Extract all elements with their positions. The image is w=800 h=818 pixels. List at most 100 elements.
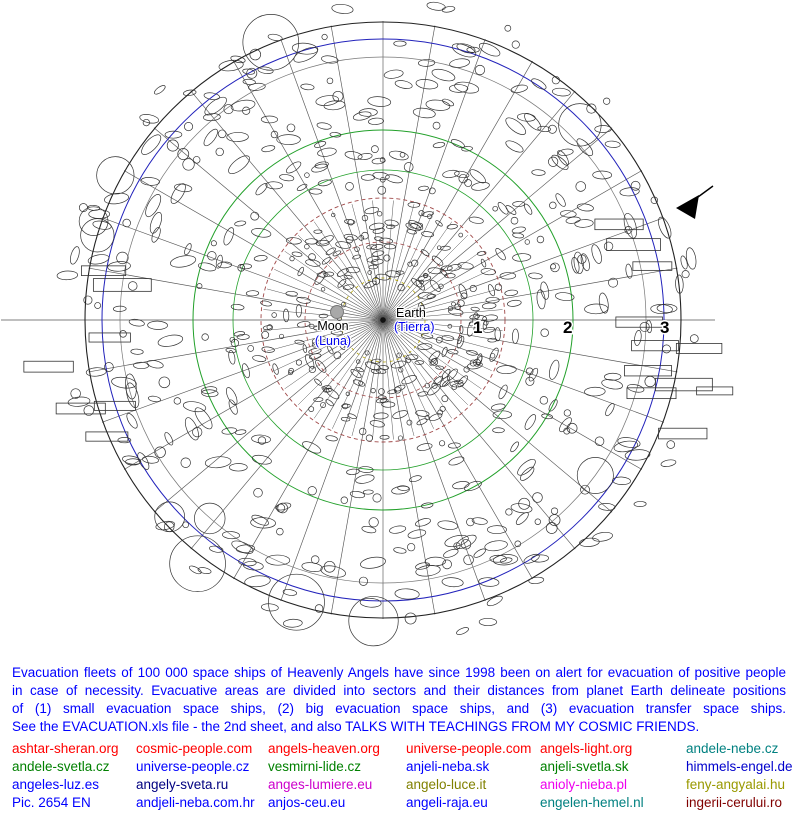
ship: [626, 387, 677, 400]
ship: [531, 554, 549, 563]
ship: [294, 339, 305, 345]
footer-link[interactable]: andele-svetla.cz: [12, 759, 110, 774]
footer-link[interactable]: feny-angyalai.hu: [686, 777, 786, 792]
ship: [370, 145, 379, 154]
footer-link[interactable]: angeles-luz.es: [12, 777, 100, 792]
caption-line: of (1) small evacuation space ships, (2)…: [12, 701, 786, 716]
ship: [291, 251, 303, 257]
ship: [536, 235, 545, 244]
ship: [566, 422, 578, 434]
ship: [183, 89, 197, 96]
ship: [463, 480, 482, 492]
ship: [391, 485, 410, 495]
ship: [233, 331, 245, 337]
footer-link[interactable]: universe-people.cz: [136, 759, 250, 774]
ship: [257, 66, 274, 74]
ship: [365, 434, 373, 442]
ship: [207, 251, 217, 261]
footer-link[interactable]: angeli-raja.eu: [406, 795, 488, 810]
footer-link[interactable]: anjeli-svetla.sk: [540, 759, 629, 774]
ship: [507, 299, 522, 307]
ship: [323, 271, 335, 277]
ship: [605, 403, 615, 417]
footer-link[interactable]: angely-sveta.ru: [136, 777, 229, 792]
footer-link[interactable]: ashtar-sheran.org: [12, 741, 119, 756]
ship: [375, 273, 390, 281]
ship: [474, 314, 488, 321]
ship: [379, 157, 386, 163]
ship: [250, 211, 260, 221]
footer-link[interactable]: cosmic-people.com: [136, 741, 253, 756]
ship: [373, 412, 389, 420]
ship: [405, 357, 411, 364]
ship: [315, 359, 327, 373]
ship: [320, 287, 326, 292]
ship: [407, 202, 421, 208]
footer-link[interactable]: anjeli-neba.sk: [406, 759, 490, 774]
ship: [55, 402, 106, 415]
footer-link[interactable]: vesmirni-lide.cz: [268, 759, 362, 774]
ship: [409, 222, 424, 229]
ship: [387, 389, 397, 395]
ship: [658, 427, 708, 440]
footer-link[interactable]: ingerii-cerului.ro: [686, 795, 783, 810]
ship: [304, 243, 310, 250]
footer-link[interactable]: anjos-ceu.eu: [268, 795, 346, 810]
ship: [438, 283, 444, 290]
ship: [461, 146, 473, 152]
ship: [253, 255, 268, 262]
ship: [359, 427, 367, 436]
ship: [606, 238, 661, 251]
ship: [415, 565, 441, 577]
footer-link[interactable]: angelo-luce.it: [406, 777, 487, 792]
ship: [397, 283, 405, 292]
ship: [341, 403, 351, 409]
ship: [406, 419, 413, 426]
footer-link[interactable]: angels-heaven.org: [268, 741, 380, 756]
footer-link[interactable]: andele-nebe.cz: [686, 741, 779, 756]
ship: [442, 98, 455, 107]
ship: [424, 382, 430, 389]
ship: [201, 333, 209, 341]
ship: [239, 263, 252, 270]
ship: [314, 141, 327, 148]
footer-link[interactable]: himmels-engel.de: [686, 759, 793, 774]
ship: [140, 177, 160, 186]
ship: [315, 95, 339, 106]
ship: [388, 150, 409, 161]
footer-link[interactable]: engelen-hemel.nl: [540, 795, 644, 810]
ship: [418, 210, 425, 217]
ship: [276, 527, 284, 536]
ship: [184, 122, 194, 132]
ship: [540, 281, 550, 300]
ship: [316, 272, 328, 278]
footer-link[interactable]: universe-people.com: [406, 741, 532, 756]
ship: [203, 113, 221, 122]
ship: [512, 253, 532, 262]
ship: [447, 349, 459, 355]
ship: [260, 300, 272, 307]
ship: [549, 359, 560, 380]
ship: [548, 399, 558, 412]
ship: [478, 577, 500, 587]
ship: [576, 457, 614, 494]
ship: [428, 350, 441, 363]
moon-icon: [330, 305, 344, 319]
ship: [426, 1, 446, 11]
footer-link[interactable]: anioly-nieba.pl: [540, 777, 628, 792]
ship: [429, 357, 438, 366]
footer-link[interactable]: andjeli-neba.com.hr: [136, 795, 255, 810]
ship: [424, 556, 447, 567]
ship: [571, 256, 580, 274]
footer-link[interactable]: angels-light.org: [540, 741, 633, 756]
ship: [313, 397, 324, 402]
ship: [194, 502, 226, 535]
ship: [337, 339, 346, 350]
ship: [93, 400, 136, 411]
footer-link[interactable]: anges-lumiere.eu: [268, 777, 373, 792]
ship: [230, 55, 246, 64]
ship: [483, 327, 496, 333]
ship: [147, 395, 161, 403]
ship: [545, 522, 558, 534]
ship: [559, 417, 572, 433]
